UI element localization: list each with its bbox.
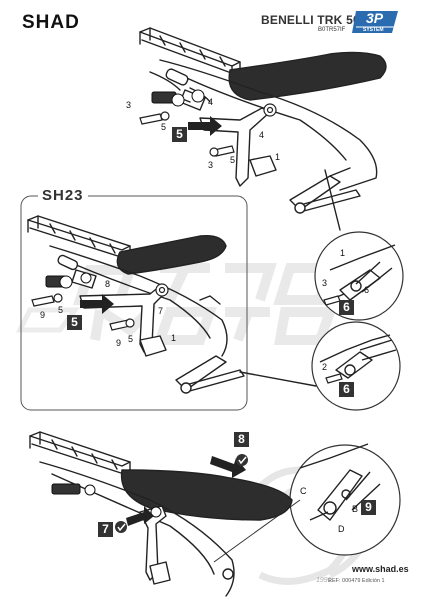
- label-7-inset: 7: [158, 306, 164, 316]
- sh23-inset-title: SH23: [38, 187, 88, 204]
- check-icon: [236, 454, 248, 466]
- brand-logo: SHAD: [22, 12, 80, 33]
- label-6-circle: 6: [364, 285, 370, 295]
- reference-code: B0TR57IF: [318, 27, 346, 33]
- step-6-badge-b: 6: [339, 382, 354, 397]
- step-5-badge-top: 5: [172, 127, 187, 142]
- label-1-inset: 1: [171, 333, 177, 343]
- label-D-detail: D: [338, 524, 345, 534]
- label-B-detail: B: [352, 504, 359, 514]
- footer-reference: REF: 000479 Edición 1: [328, 578, 385, 584]
- label-3-top: 3: [126, 100, 132, 110]
- label-9-inset-b: 9: [116, 338, 122, 348]
- label-4-top-b: 4: [259, 130, 265, 140]
- step-6-badge-a: 6: [339, 300, 354, 315]
- step-8-badge: 8: [234, 432, 249, 447]
- footer-year: 1991: [316, 577, 332, 584]
- label-1-circle: 1: [340, 248, 346, 258]
- label-2-circle: 2: [322, 362, 328, 372]
- label-5-top-b: 5: [230, 155, 236, 165]
- label-3-circle: 3: [322, 278, 328, 288]
- label-C-detail: C: [300, 486, 307, 496]
- step-5-badge-inset: 5: [67, 315, 82, 330]
- website-url: www.shad.es: [352, 564, 409, 574]
- logo-3p-text: 3P: [366, 10, 384, 26]
- label-5-top-a: 5: [161, 122, 167, 132]
- logo-system-text: SYSTEM: [363, 27, 384, 33]
- step-9-badge: 9: [361, 500, 376, 515]
- step-7-badge: 7: [98, 522, 113, 537]
- 3p-system-logo: 3P SYSTEM: [352, 9, 400, 35]
- label-5-inset-a: 5: [58, 305, 64, 315]
- label-8-inset: 8: [105, 279, 111, 289]
- label-4-top-a: 4: [208, 97, 214, 107]
- label-9-inset-a: 9: [40, 310, 46, 320]
- label-1-top: 1: [275, 152, 281, 162]
- label-3-top-b: 3: [208, 160, 214, 170]
- label-5-inset-b: 5: [128, 334, 134, 344]
